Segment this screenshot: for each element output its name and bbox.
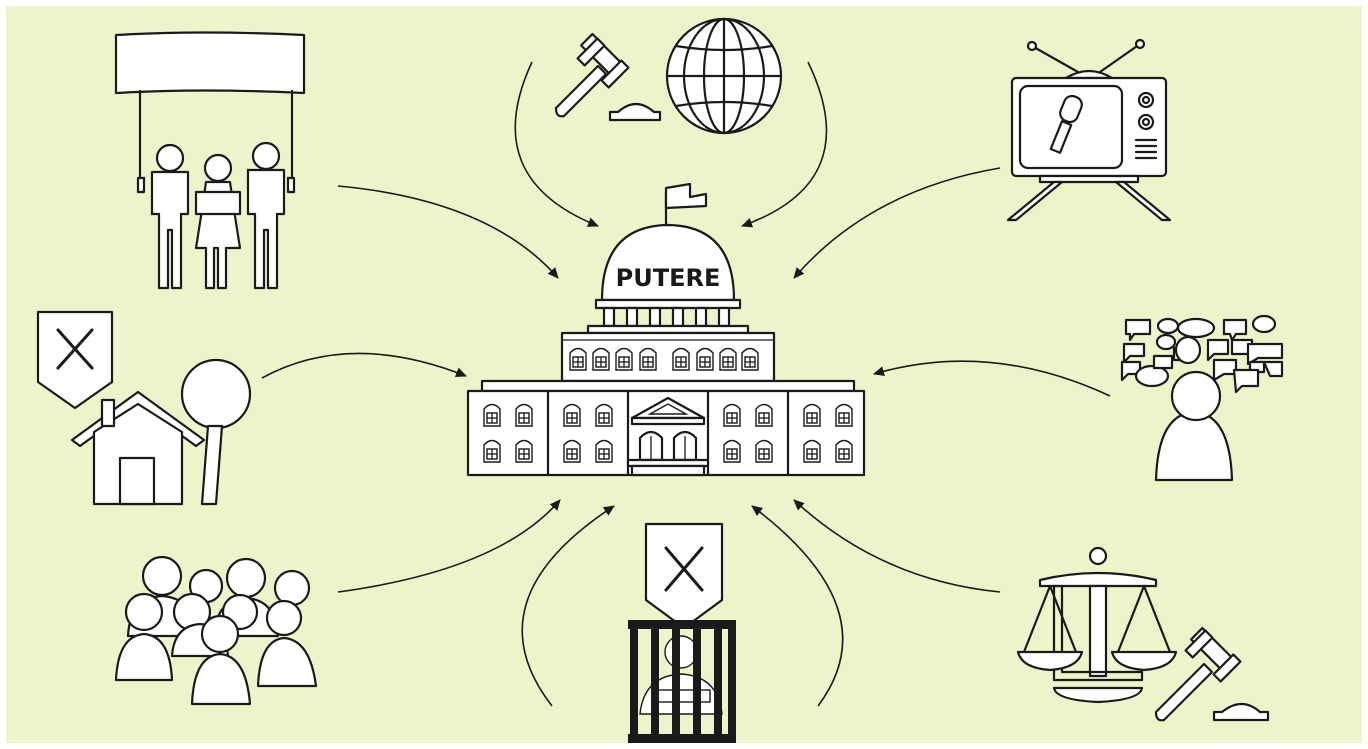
house-icon — [70, 390, 206, 506]
gavel-icon — [554, 32, 662, 122]
arrow-crowd — [337, 499, 561, 593]
arrow-tv — [793, 167, 1001, 279]
arrow-prison-right — [751, 505, 844, 707]
globe-icon — [665, 17, 783, 135]
judicial-gavel-globe-icon — [554, 17, 783, 135]
television-microphone-icon — [1006, 38, 1172, 222]
private-property-restricted-icon — [36, 310, 252, 506]
arrow-globe-right — [741, 61, 828, 228]
arrows — [261, 61, 1111, 707]
center-label: PUTERE — [616, 264, 721, 292]
parliament-building-icon: PUTERE — [466, 182, 866, 477]
population-crowd-icon — [114, 555, 318, 706]
arrow-gavel-left — [514, 61, 599, 227]
protest-group-icon — [114, 31, 306, 290]
microphone-icon — [1049, 94, 1083, 154]
arrow-justice — [793, 499, 1001, 593]
imprisoned-person-icon — [628, 522, 736, 743]
arrow-prison-left — [521, 505, 615, 707]
free-speech-icon — [1120, 314, 1284, 482]
gavel-icon — [1154, 626, 1270, 722]
arrow-speech — [873, 360, 1111, 397]
speech-bubbles-icon — [1120, 314, 1284, 394]
arrow-property — [261, 352, 467, 379]
restricted-shield-icon — [36, 310, 114, 410]
arrow-protest — [337, 185, 559, 279]
tree-icon — [180, 358, 252, 506]
scales-of-justice-icon — [1016, 546, 1270, 722]
restricted-shield-icon — [644, 522, 724, 630]
